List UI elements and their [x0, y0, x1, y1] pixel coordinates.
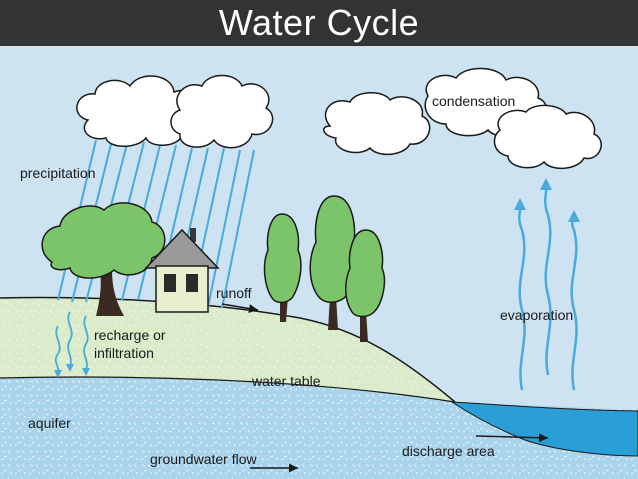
aquifer-layer — [0, 377, 638, 479]
title: Water Cycle — [0, 0, 638, 46]
discharge-arrow — [475, 433, 549, 443]
runoff-arrow — [221, 303, 259, 313]
evaporation-arrowheads — [514, 178, 580, 222]
precipitation-label: precipitation — [20, 165, 96, 181]
house — [144, 228, 220, 313]
infiltration-arrowheads — [54, 364, 90, 378]
condensation-label: condensation — [432, 93, 515, 109]
water-table-label: water table — [251, 373, 321, 389]
infiltration-label: infiltration — [94, 345, 154, 361]
rain-cloud — [76, 74, 274, 149]
evaporation-arrows — [518, 184, 578, 391]
tree-small-2 — [309, 195, 359, 330]
water-table-line — [0, 376, 456, 403]
condensation-cloud — [323, 67, 602, 170]
recharge-label: recharge or — [94, 327, 166, 343]
evaporation-label: evaporation — [500, 307, 573, 323]
land-layer — [0, 297, 455, 402]
groundwater-flow-label: groundwater flow — [150, 451, 258, 467]
discharge-area-label: discharge area — [402, 443, 495, 459]
infiltration-arrows — [54, 311, 89, 373]
aquifer-label: aquifer — [28, 415, 71, 431]
runoff-label: runoff — [216, 285, 252, 301]
discharge-water — [450, 401, 638, 457]
scene: precipitation condensation runoff rechar… — [0, 46, 638, 479]
tree-small-1 — [263, 213, 302, 322]
tree-large — [41, 202, 166, 316]
tree-small-3 — [345, 229, 386, 342]
